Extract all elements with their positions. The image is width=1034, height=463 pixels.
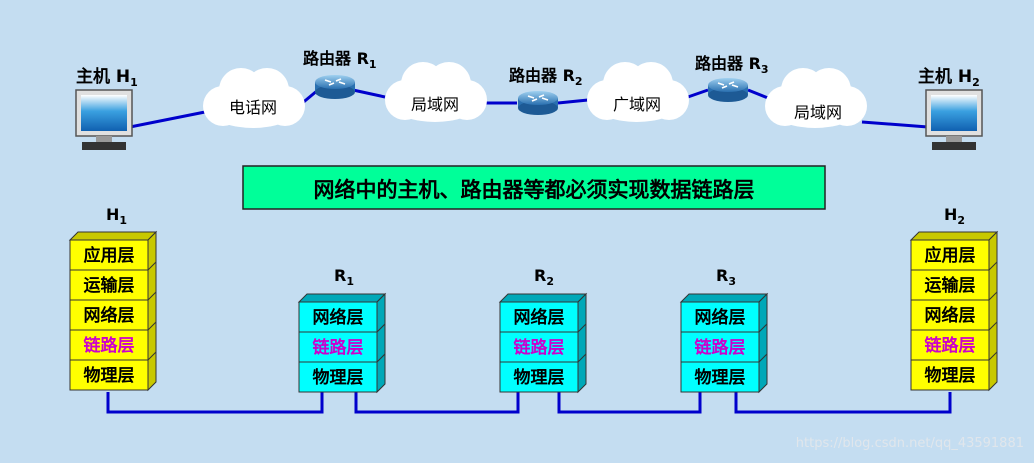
cloud-label: 局域网 [794,103,842,122]
cloud-telephone-network: 电话网 [203,68,305,128]
watermark: https://blog.csdn.net/qq_43591881 [795,436,1024,451]
layer-box: 应用层 [69,239,149,271]
layer-label: 物理层 [925,365,976,386]
router3-label: 路由器 R3 [695,54,769,76]
router2-label: 路由器 R2 [509,66,583,88]
router1-icon [314,74,356,100]
cloud-label: 广域网 [613,95,661,114]
cloud-lan-2: 局域网 [765,68,867,128]
router2-icon [517,90,559,116]
cloud-label: 局域网 [411,95,459,114]
layer-label: 链路层 [313,337,364,358]
layer-label: 运输层 [84,275,135,296]
stack-r1-title: R1 [334,266,354,288]
cloud-label: 电话网 [229,98,277,117]
layer-box: 物理层 [910,351,998,391]
layer-label: 链路层 [514,337,565,358]
layer-box: 链路层 [69,321,157,361]
layer-box: 运输层 [910,261,998,301]
layer-label: 应用层 [925,245,976,266]
layer-box: 网络层 [680,301,760,333]
host2-computer-icon [925,89,983,151]
stack-h1-title: H1 [106,205,127,227]
layer-label: 链路层 [925,335,976,356]
layer-box: 物理层 [298,353,386,393]
layer-box: 网络层 [69,291,157,331]
layer-label: 网络层 [514,307,565,328]
stack-r3-title: R3 [716,266,736,288]
layer-label: 网络层 [313,307,364,328]
layer-box: 运输层 [69,261,157,301]
layer-label: 运输层 [925,275,976,296]
layer-box: 网络层 [499,301,579,333]
stack-h2-title: H2 [944,205,965,227]
banner-text: 网络中的主机、路由器等都必须实现数据链路层 [314,178,755,202]
layer-label: 应用层 [84,245,135,266]
layer-box: 链路层 [680,323,768,363]
cloud-lan-1: 局域网 [385,62,487,122]
layer-box: 链路层 [298,323,386,363]
stack-r2-title: R2 [534,266,554,288]
layer-label: 物理层 [313,367,364,388]
cloud-wan: 广域网 [587,62,689,122]
protocol-stacks: 应用层运输层网络层链路层物理层应用层运输层网络层链路层物理层网络层链路层物理层网… [68,230,999,394]
host2-label: 主机 H2 [918,66,980,89]
layer-label: 物理层 [84,365,135,386]
layer-box: 物理层 [69,351,157,391]
banner-box [242,165,826,210]
layer-label: 链路层 [695,337,746,358]
layer-label: 网络层 [925,305,976,326]
layer-label: 物理层 [695,367,746,388]
layer-label: 物理层 [514,367,565,388]
layer-label: 链路层 [84,335,135,356]
layer-box: 物理层 [499,353,587,393]
layer-box: 物理层 [680,353,768,393]
layer-label: 网络层 [84,305,135,326]
layer-box: 网络层 [298,301,378,333]
router1-label: 路由器 R1 [303,49,377,71]
layer-box: 链路层 [499,323,587,363]
layer-box: 链路层 [910,321,998,361]
router3-icon [707,77,749,103]
layer-box: 应用层 [910,239,990,271]
host1-computer-icon [75,89,133,151]
physical-links [106,392,952,414]
layer-label: 网络层 [695,307,746,328]
host1-label: 主机 H1 [76,66,138,89]
